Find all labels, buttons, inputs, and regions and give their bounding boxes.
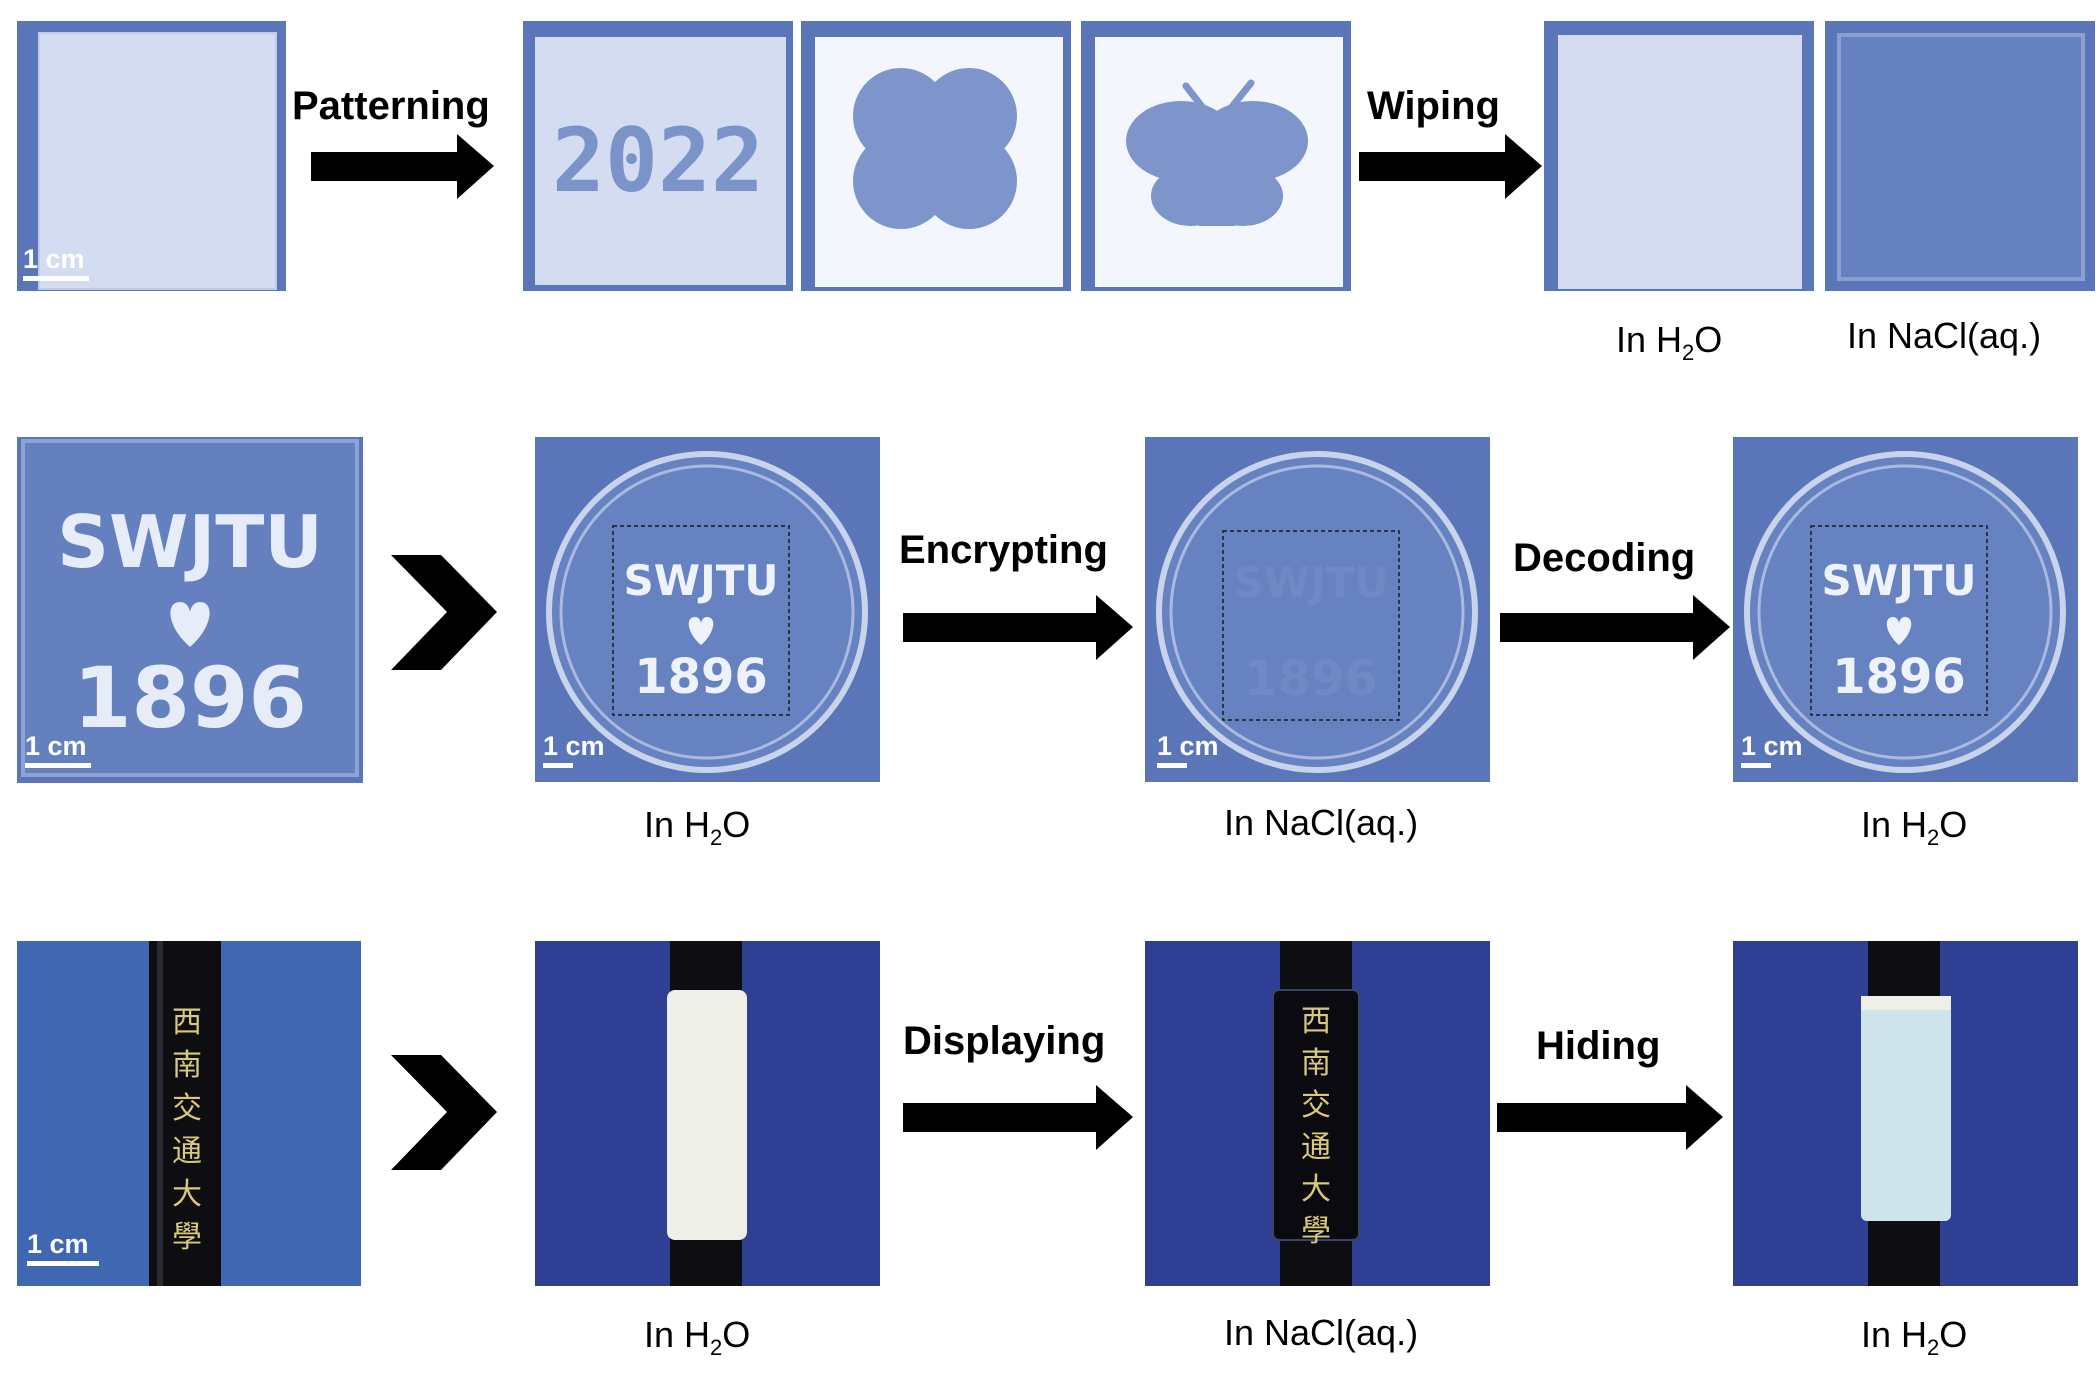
- arrow-hiding: [1497, 1085, 1723, 1150]
- arrow-displaying: [903, 1085, 1133, 1150]
- scale-bar: 1 cm: [25, 733, 91, 768]
- pattern-text-2022: 2022: [552, 109, 764, 212]
- caption-text: O: [1939, 804, 1968, 845]
- step-label-wiping: Wiping: [1367, 84, 1500, 128]
- caption-subscript: 2: [1927, 1335, 1940, 1361]
- step-label-encrypting: Encrypting: [899, 528, 1108, 572]
- calligraphy-char: 南: [1301, 1046, 1331, 1081]
- row2-chevron: [391, 555, 497, 670]
- calligraphy-char: 西: [1301, 1004, 1331, 1039]
- calligraphy-char: 西: [172, 1005, 202, 1040]
- calligraphy-char: 大: [1301, 1172, 1331, 1207]
- caption-row2-in-water-decoded: In H2O: [1861, 807, 1967, 849]
- arrow-patterning: [311, 134, 494, 199]
- scale-bar: 1 cm: [543, 733, 609, 768]
- scale-bar-line: [25, 763, 91, 768]
- year-text: 1896: [634, 649, 768, 705]
- caption-text: O: [1694, 319, 1723, 360]
- caption-row2-in-water: In H2O: [644, 807, 750, 849]
- row1-photo-pattern-butterfly: [1081, 21, 1351, 291]
- arrow-wiping: [1359, 134, 1542, 199]
- caption-row3-in-water: In H2O: [644, 1317, 750, 1359]
- step-label-displaying: Displaying: [903, 1019, 1106, 1063]
- calligraphy-char: 南: [172, 1048, 202, 1083]
- scale-bar-line: [27, 1261, 99, 1266]
- scale-bar-line: [543, 763, 573, 768]
- scale-bar-label: 1 cm: [1741, 731, 1803, 761]
- row2-photo-dish-in-nacl: SWJTU 1896 1 cm: [1145, 437, 1490, 782]
- step-label-decoding: Decoding: [1513, 536, 1696, 580]
- calligraphy-column: 西 南 交 通 大 學: [167, 1001, 207, 1259]
- row2-photo-dish-decoded: SWJTU 1896 1 cm: [1733, 437, 2078, 782]
- calligraphy-char: 通: [172, 1134, 202, 1169]
- year-text: 1896: [1832, 649, 1966, 705]
- row1-photo-wiped-in-nacl: [1825, 21, 2095, 291]
- calligraphy-char: 大: [172, 1177, 202, 1212]
- swjtu-text: SWJTU: [1822, 556, 1977, 605]
- caption-text: O: [722, 1314, 751, 1355]
- scale-bar: 1 cm: [1157, 733, 1223, 768]
- swjtu-text: SWJTU: [57, 500, 323, 584]
- step-label-hiding: Hiding: [1536, 1024, 1661, 1068]
- caption-row1-in-nacl: In NaCl(aq.): [1847, 315, 2042, 356]
- caption-row1-in-water: In H2O: [1616, 322, 1722, 364]
- scale-bar-label: 1 cm: [23, 244, 85, 274]
- year-text-faint: 1896: [1244, 651, 1378, 707]
- row3-chevron: [391, 1055, 497, 1170]
- caption-text: In H: [644, 1314, 711, 1355]
- calligraphy-char: 學: [172, 1220, 202, 1255]
- caption-text: In H: [1616, 319, 1683, 360]
- caption-subscript: 2: [710, 1335, 723, 1361]
- scale-bar-label: 1 cm: [25, 731, 87, 761]
- scale-bar-line: [23, 276, 89, 281]
- caption-row3-in-water-hidden: In H2O: [1861, 1317, 1967, 1359]
- caption-text: In H: [1861, 1314, 1928, 1355]
- caption-subscript: 2: [1927, 825, 1940, 851]
- swjtu-text: SWJTU: [624, 556, 779, 605]
- scale-bar-label: 1 cm: [1157, 731, 1219, 761]
- calligraphy-char: 交: [1301, 1088, 1331, 1123]
- row2-photo-swjtu-film: SWJTU 1896 1 cm: [17, 437, 363, 783]
- scale-bar-line: [1157, 763, 1187, 768]
- step-label-patterning: Patterning: [292, 84, 490, 128]
- row1-photo-wiped-in-water: [1544, 21, 1814, 291]
- swjtu-text-faint: SWJTU: [1234, 558, 1389, 607]
- row1-photo-blank-film: 1 cm: [17, 21, 286, 291]
- caption-text: In H: [1861, 804, 1928, 845]
- year-text: 1896: [73, 649, 307, 747]
- calligraphy-char: 通: [1301, 1130, 1331, 1165]
- scale-bar-line: [1741, 763, 1771, 768]
- calligraphy-char: 交: [172, 1091, 202, 1126]
- row3-photo-pen-transparent-film: 西 南 交 通 大 學: [1145, 941, 1490, 1286]
- caption-subscript: 2: [710, 825, 723, 851]
- caption-text: O: [1939, 1314, 1968, 1355]
- caption-subscript: 2: [1682, 340, 1695, 366]
- caption-text: O: [722, 804, 751, 845]
- row1-photo-pattern-clover: [801, 21, 1071, 291]
- scale-bar-label: 1 cm: [543, 731, 605, 761]
- scale-bar: 1 cm: [27, 1231, 99, 1266]
- scale-bar: 1 cm: [23, 246, 89, 281]
- row3-photo-pen-hidden: [1733, 941, 2078, 1286]
- arrow-decoding: [1500, 595, 1730, 660]
- caption-text: In H: [644, 804, 711, 845]
- row2-photo-dish-in-water: SWJTU 1896 1 cm: [535, 437, 880, 782]
- row3-photo-pen-calligraphy: 西 南 交 通 大 學 1 cm: [17, 941, 361, 1286]
- caption-row2-in-nacl: In NaCl(aq.): [1224, 802, 1419, 843]
- scale-bar-label: 1 cm: [27, 1229, 89, 1259]
- row1-photo-pattern-2022: 2022: [523, 21, 793, 291]
- calligraphy-column: 西 南 交 通 大 學: [1296, 1001, 1336, 1253]
- calligraphy-char: 學: [1301, 1214, 1331, 1249]
- caption-row3-in-nacl: In NaCl(aq.): [1224, 1312, 1419, 1353]
- scale-bar: 1 cm: [1741, 733, 1807, 768]
- row3-photo-pen-white-film: [535, 941, 880, 1286]
- arrow-encrypting: [903, 595, 1133, 660]
